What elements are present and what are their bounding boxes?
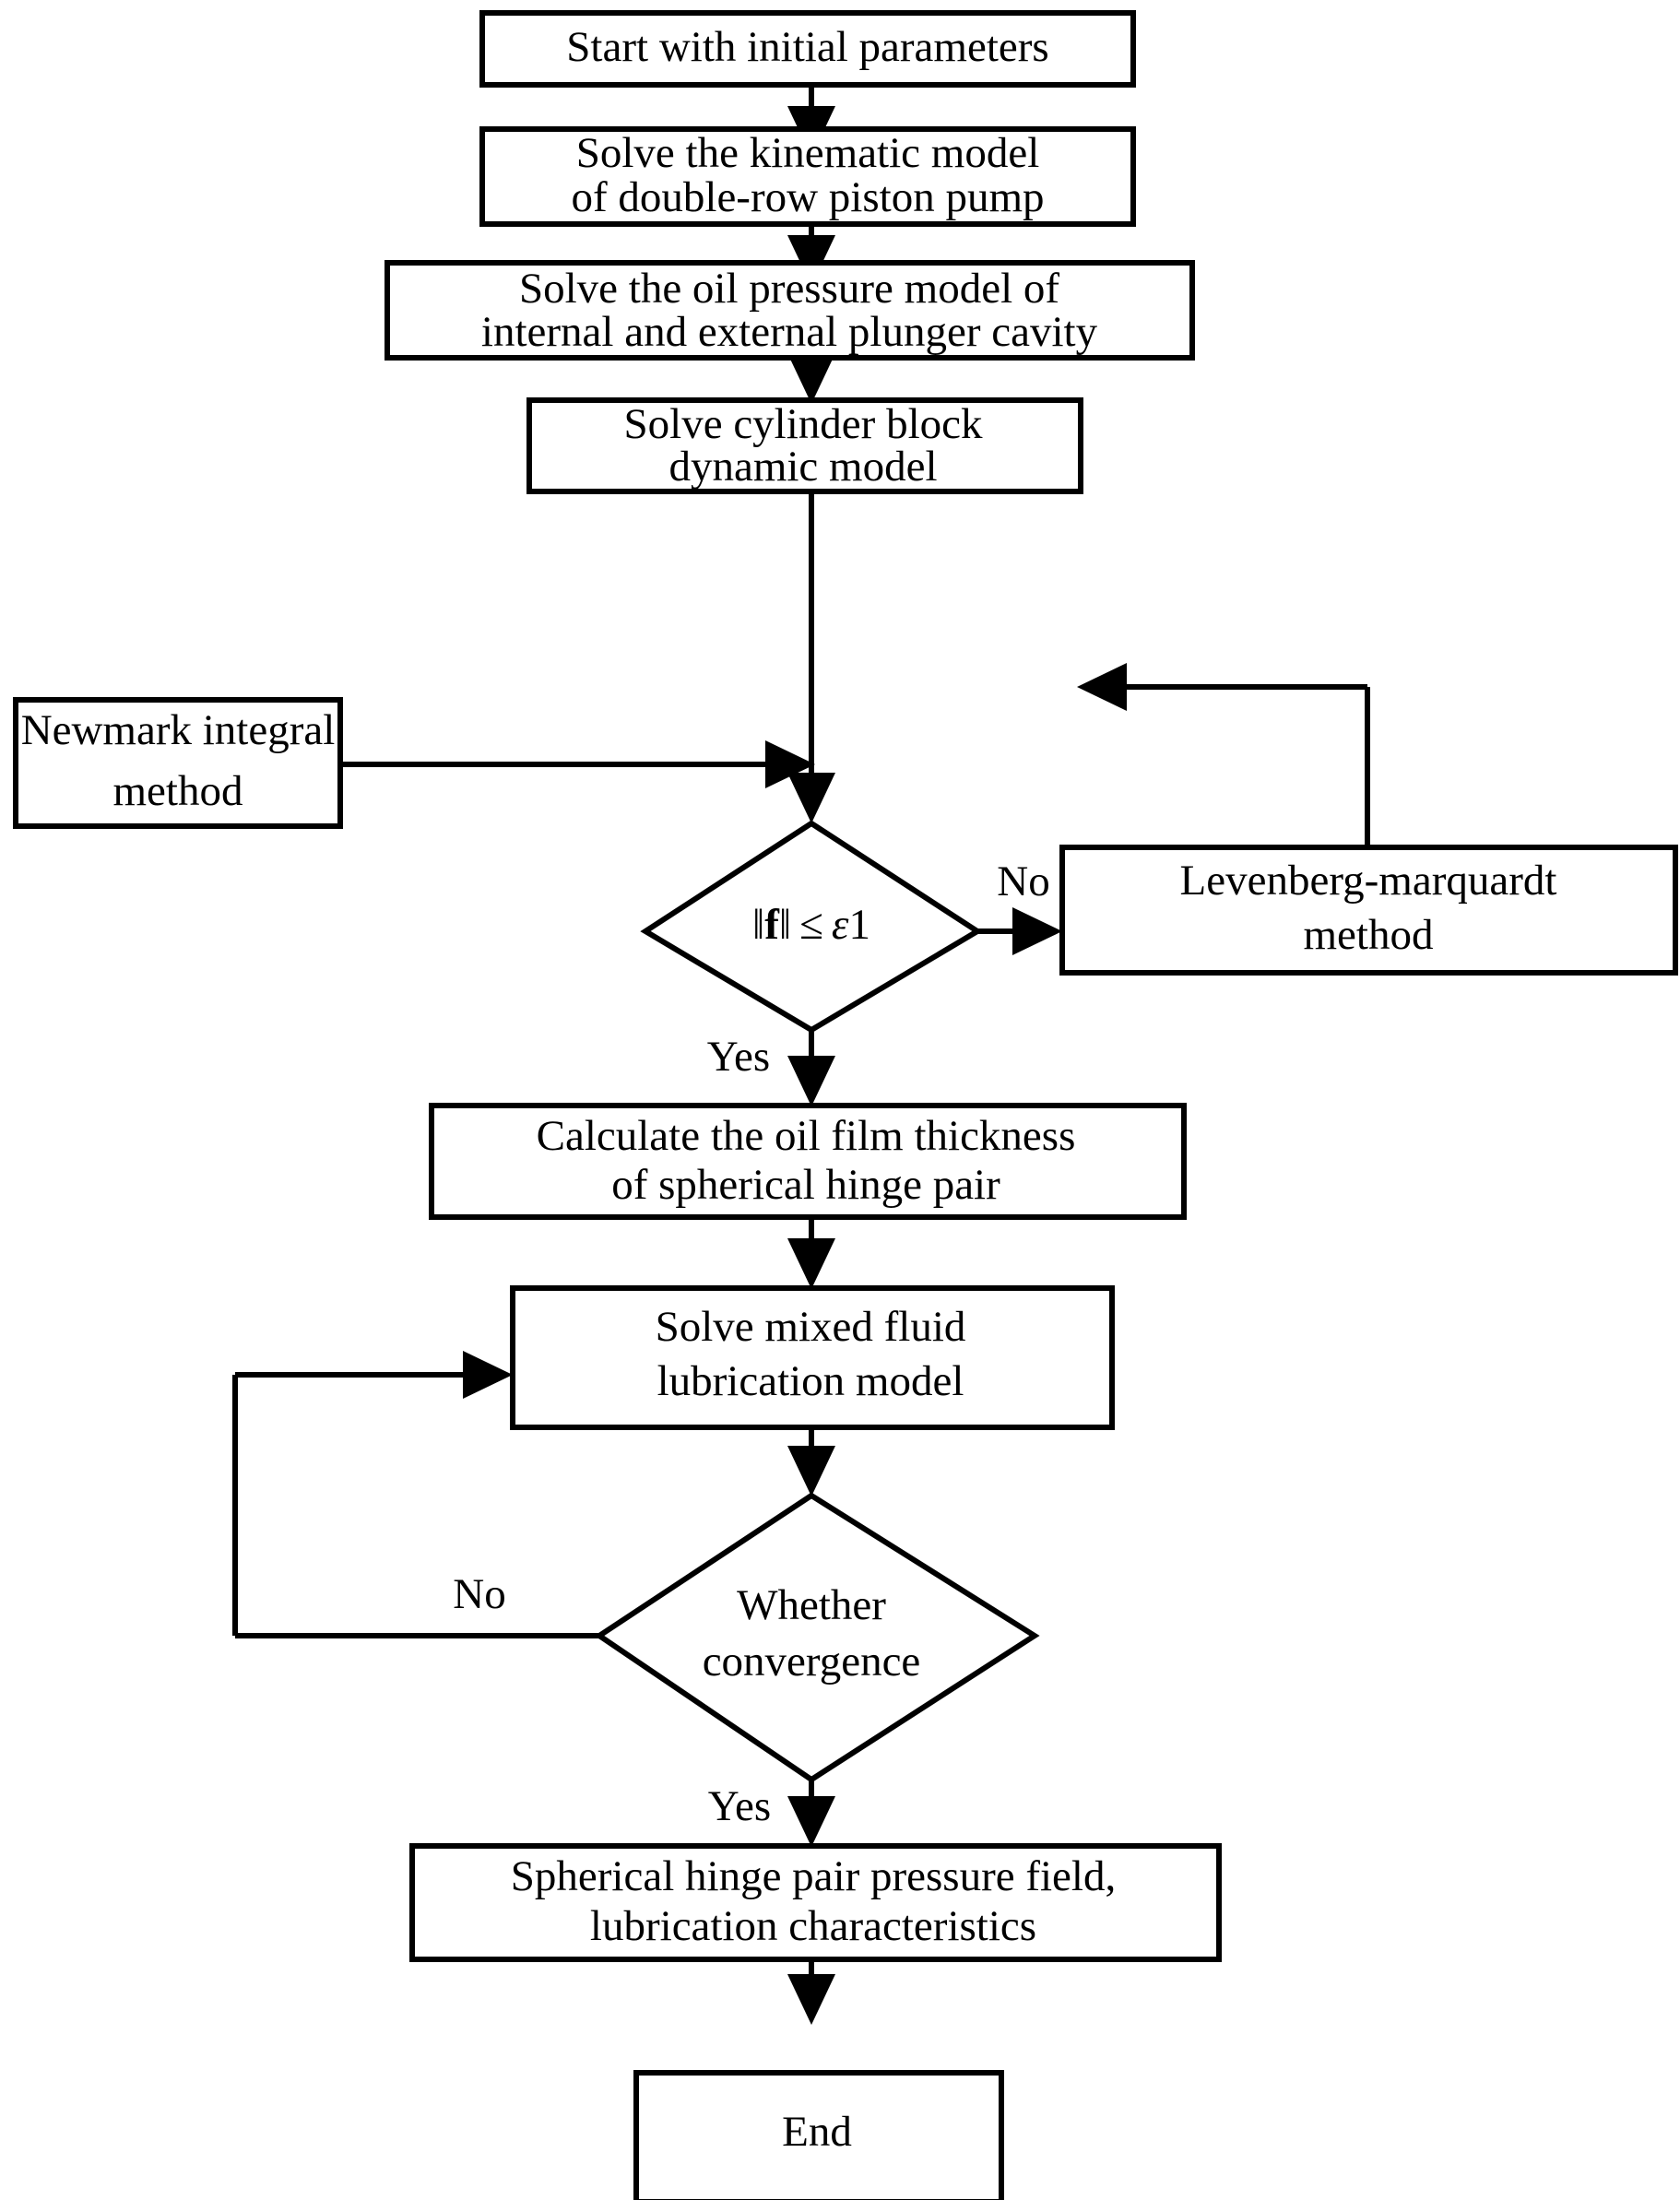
edge-label-residual-no: No [997,858,1049,905]
node-results[interactable]: Spherical hinge pair pressure field, lub… [409,1843,1222,1962]
edge-residual-no-to-levenberg [977,907,1062,955]
node-convergence-check-shape [594,1492,1040,1783]
node-oil-pressure-label-line1: Solve the oil pressure model of [519,265,1059,313]
node-convergence-check-label-line2: convergence [703,1638,921,1685]
node-residual-check-label: ‖f‖≤ε1 [752,901,870,949]
node-mixed-lubrication-label-line2: lubrication model [657,1357,964,1405]
node-newmark-label-line2: method [113,767,243,815]
node-end-label: End [782,2108,852,2156]
edge-residual-yes-to-oilfilm [787,1030,835,1106]
node-newmark[interactable]: Newmark integral method [13,697,343,829]
node-convergence-check-label-line1: Whether [737,1581,886,1629]
edge-label-convergence-yes: Yes [708,1782,771,1830]
node-results-label-line1: Spherical hinge pair pressure field, [511,1852,1116,1900]
node-end-shape [633,2070,1004,2200]
edge-oilfilm-to-mixedlubrication [787,1217,835,1289]
residual-vector: f [764,901,780,949]
node-kinematic-shape [479,126,1136,227]
node-cylinder-block-label-line2: dynamic model [668,443,937,491]
node-oil-film-shape [429,1103,1187,1220]
node-mixed-lubrication[interactable]: Solve mixed fluid lubrication model [510,1285,1115,1430]
node-start-shape [479,10,1136,88]
residual-operator: ≤ [799,901,823,949]
node-newmark-shape [13,697,343,829]
node-oil-pressure[interactable]: Solve the oil pressure model of internal… [385,260,1195,361]
node-levenberg-shape [1059,845,1678,976]
node-start-label: Start with initial parameters [566,23,1048,71]
residual-norm-close: ‖ [779,901,791,949]
node-results-label-line2: lubrication characteristics [590,1902,1036,1950]
edge-mixedlubrication-to-convergence [787,1427,835,1496]
node-residual-check[interactable]: ‖f‖≤ε1 [640,820,983,1034]
residual-norm-open: ‖ [752,901,764,949]
node-start[interactable]: Start with initial parameters [479,10,1136,88]
edge-levenberg-to-cylinderblock [1077,663,1370,847]
node-cylinder-block-shape [526,397,1083,494]
edge-cylinderblock-to-residualcheck [787,491,835,823]
node-levenberg-label-line2: method [1304,911,1434,959]
node-results-shape [409,1843,1222,1962]
node-end[interactable]: End [633,2070,1004,2200]
node-kinematic[interactable]: Solve the kinematic model of double-row … [479,126,1136,227]
node-oil-pressure-shape [385,260,1195,361]
node-mixed-lubrication-label-line1: Solve mixed fluid [656,1303,966,1351]
node-kinematic-label-line1: Solve the kinematic model [576,129,1040,177]
edge-oilpressure-to-cylinderblock [787,353,835,404]
node-oil-pressure-label-line2: internal and external plunger cavity [481,308,1098,356]
node-convergence-check[interactable]: Whether convergence [594,1492,1040,1783]
node-mixed-lubrication-shape [510,1285,1115,1430]
edge-convergence-yes-to-results [787,1780,835,1847]
residual-index: 1 [848,901,870,949]
edge-results-to-end [787,1959,835,2025]
node-cylinder-block[interactable]: Solve cylinder block dynamic model [526,397,1083,494]
node-levenberg-label-line1: Levenberg-marquardt [1180,857,1557,905]
node-oil-film[interactable]: Calculate the oil film thickness of sphe… [429,1103,1187,1220]
node-kinematic-label-line2: of double-row piston pump [571,173,1044,221]
node-levenberg[interactable]: Levenberg-marquardt method [1059,845,1678,976]
node-residual-check-shape [640,820,983,1034]
residual-epsilon: ε [832,901,849,949]
node-oil-film-label-line1: Calculate the oil film thickness [537,1112,1076,1160]
node-oil-film-label-line2: of spherical hinge pair [611,1161,1000,1209]
edge-newmark-to-flow [340,740,815,788]
edge-label-residual-yes: Yes [707,1033,770,1081]
edge-label-convergence-no: No [453,1570,505,1618]
node-cylinder-block-label-line1: Solve cylinder block [624,400,983,448]
node-newmark-label-line1: Newmark integral [21,706,336,754]
edge-convergence-no-loop [232,1351,599,1638]
